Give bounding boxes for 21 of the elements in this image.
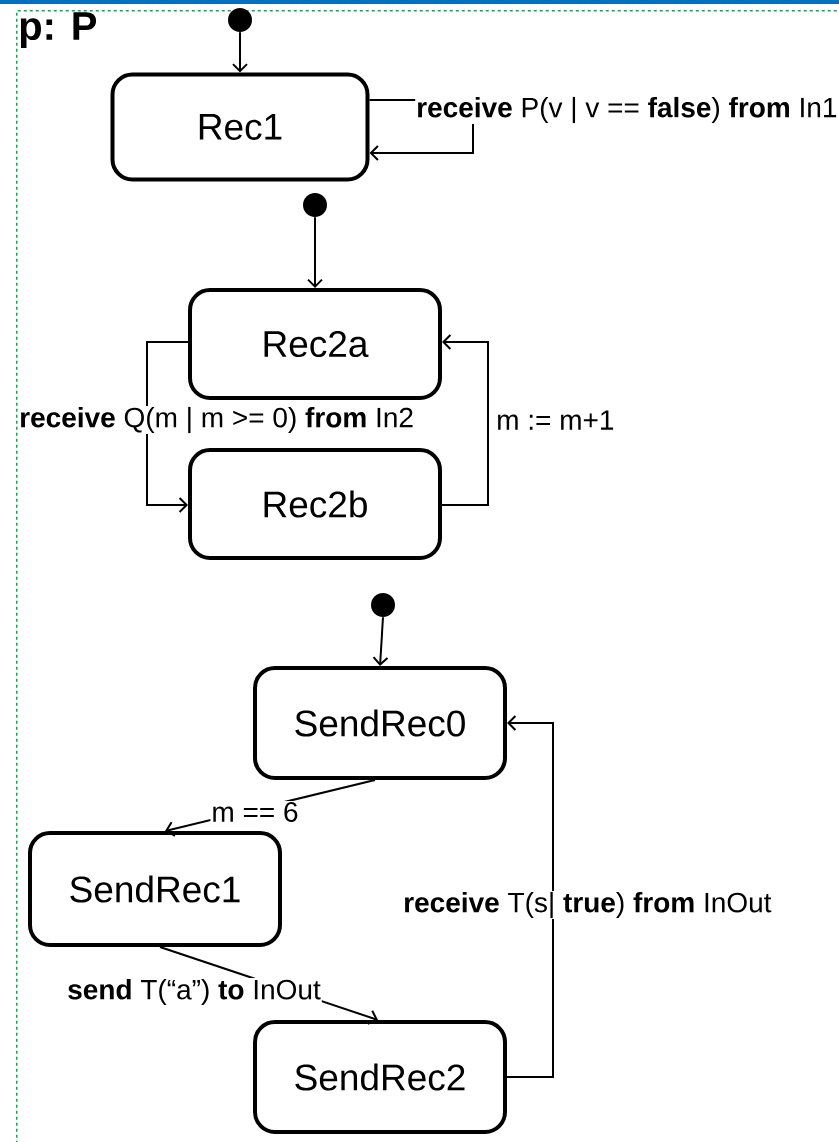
edge-label: receive Q(m | m >= 0) from In2 xyxy=(18,405,415,435)
edge-label: receive T(s| true) from InOut xyxy=(402,890,773,920)
state-box: Rec2b xyxy=(188,448,442,560)
edge-label: receive P(v | v == false) from In1 xyxy=(415,95,839,125)
state-box: Rec2a xyxy=(188,288,442,400)
state-box: SendRec0 xyxy=(253,666,507,780)
arrow xyxy=(441,334,489,506)
arrow xyxy=(372,616,389,666)
arrow xyxy=(506,715,554,1078)
state-box: SendRec1 xyxy=(28,831,282,947)
edge-label: m == 6 xyxy=(210,801,300,823)
edge-label: m := m+1 xyxy=(495,409,616,431)
arrow xyxy=(232,31,248,73)
state-box: SendRec2 xyxy=(253,1020,507,1134)
initial-dot xyxy=(371,593,395,617)
arrow xyxy=(307,216,323,288)
state-box: Rec1 xyxy=(110,72,370,182)
initial-dot xyxy=(303,193,327,217)
arrow xyxy=(146,341,189,513)
initial-dot xyxy=(228,8,252,32)
edge-label: send T(“a”) to InOut xyxy=(66,977,322,1007)
